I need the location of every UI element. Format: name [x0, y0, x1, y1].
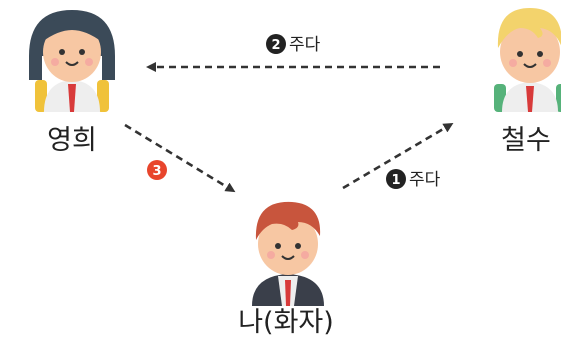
me-name: 나(화자) — [238, 307, 334, 338]
arrow-step1 — [342, 122, 454, 190]
younghee-name: 영희 — [47, 125, 97, 156]
younghee-avatar — [29, 10, 115, 112]
chulsoo-avatar — [494, 8, 561, 112]
chulsoo-name: 철수 — [501, 125, 551, 156]
step2-badge — [266, 34, 286, 54]
step2-label: 주다 — [289, 35, 321, 55]
step1-number: 1 — [391, 173, 400, 188]
me-avatar — [252, 201, 324, 306]
step2-number: 2 — [271, 38, 280, 53]
step3-badge — [147, 160, 167, 180]
step2-label-group: 2 주다 — [266, 34, 321, 55]
step3-label-group: 3 — [147, 160, 167, 180]
step1-badge — [386, 169, 406, 189]
step1-label: 주다 — [409, 170, 441, 190]
arrow-step3 — [124, 123, 236, 193]
step1-label-group: 1 주다 — [386, 169, 441, 190]
step3-number: 3 — [152, 164, 161, 179]
